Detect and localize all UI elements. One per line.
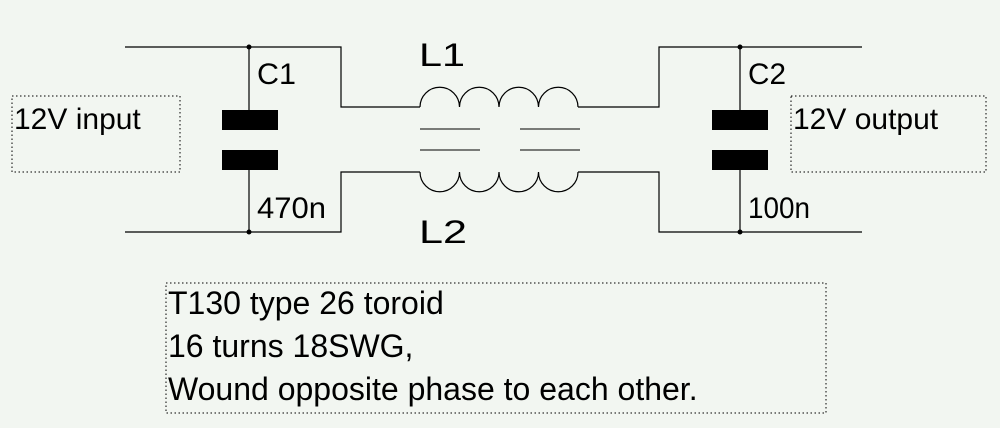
c2-value: 100n	[748, 192, 810, 225]
left-wiring	[125, 44, 420, 235]
c2-top-junction	[737, 44, 743, 50]
notes-line-2: 16 turns 18SWG,	[168, 328, 413, 364]
c2-top-plate	[712, 110, 768, 130]
notes-box: T130 type 26 toroid 16 turns 18SWG, Woun…	[165, 282, 827, 414]
toroid-core	[420, 128, 580, 151]
l1-coil	[419, 86, 579, 108]
inductor-l1: L1	[419, 37, 579, 108]
right-wiring	[578, 44, 862, 235]
notes-line-1: T130 type 26 toroid	[168, 285, 444, 321]
c2-name: C2	[748, 58, 786, 91]
c1-top-junction	[246, 44, 252, 50]
notes-line-3: Wound opposite phase to each other.	[168, 371, 698, 407]
output-box-outline	[790, 95, 987, 173]
c1-bottom-plate	[222, 150, 278, 170]
c1-bottom-junction	[246, 229, 252, 235]
input-box-outline	[11, 95, 181, 173]
c1-value: 470n	[257, 192, 326, 225]
l2-coil	[419, 171, 579, 193]
c1-name: C1	[257, 58, 296, 91]
left-bottom-wire	[125, 171, 420, 233]
output-label: 12V output	[793, 103, 939, 136]
left-top-wire	[125, 46, 420, 108]
capacitor-c2: C2 100n	[712, 58, 810, 225]
c2-bottom-junction	[737, 229, 743, 235]
l1-name: L1	[419, 37, 465, 73]
l2-name: L2	[419, 214, 467, 250]
right-bottom-wire	[578, 171, 862, 233]
c2-bottom-plate	[712, 150, 768, 170]
output-label-box: 12V output	[790, 95, 987, 173]
notes-box-outline	[165, 282, 827, 414]
inductor-l2: L2	[419, 171, 579, 250]
c1-top-plate	[222, 110, 278, 130]
right-top-wire	[578, 46, 862, 108]
input-label-box: 12V input	[11, 95, 181, 173]
input-label: 12V input	[14, 103, 141, 136]
capacitor-c1: C1 470n	[222, 58, 326, 225]
